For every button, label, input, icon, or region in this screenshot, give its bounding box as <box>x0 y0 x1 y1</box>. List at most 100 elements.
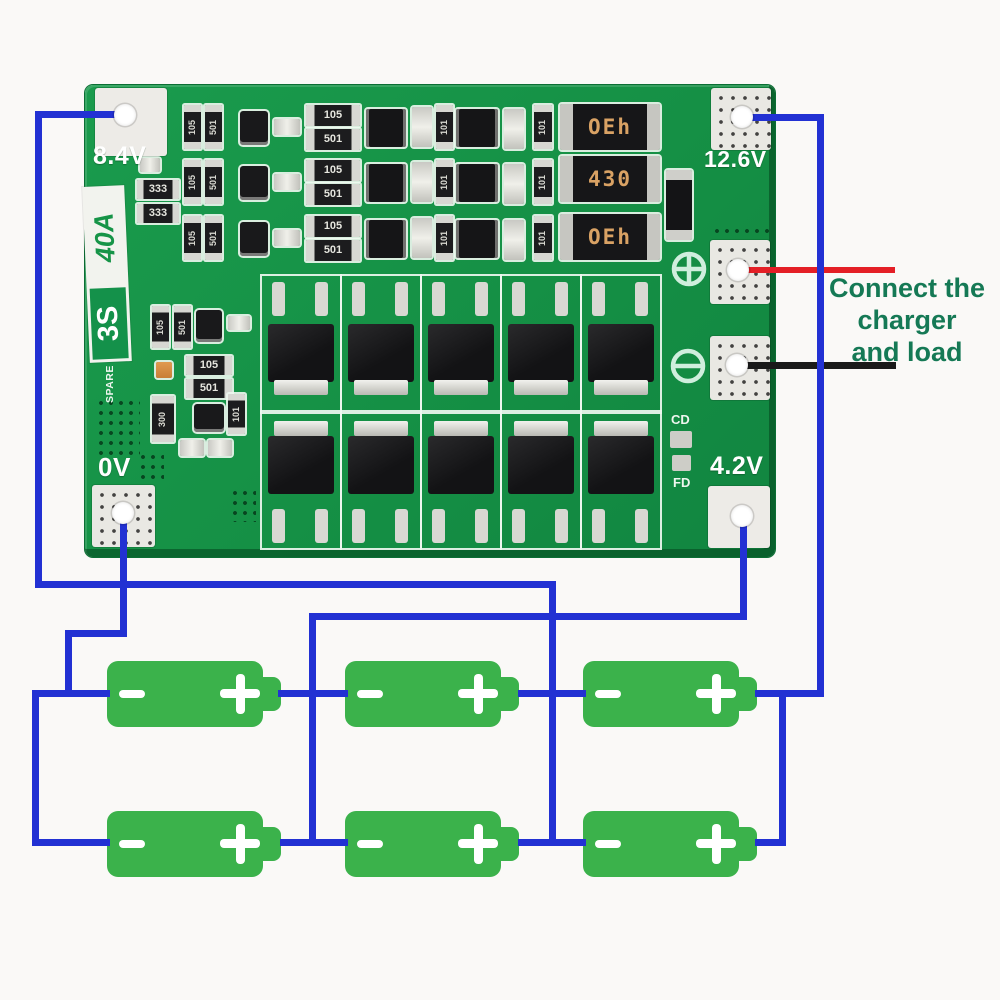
mosfet-leg <box>475 282 488 316</box>
mosfet <box>502 412 580 548</box>
power-resistor: 430 <box>560 156 660 202</box>
wire-0v-row1 <box>32 690 110 697</box>
mosfet-tab <box>274 380 328 395</box>
spare-label: SPARE <box>104 365 135 442</box>
mosfet <box>342 276 420 412</box>
diode <box>666 170 692 240</box>
mosfet-tab <box>274 421 328 436</box>
mosfet-leg <box>432 282 445 316</box>
battery-plus-symbol <box>711 824 721 864</box>
smd-vres-105: 105 <box>184 105 201 149</box>
smd-hres-333: 333 <box>137 180 179 199</box>
battery-positive-nub <box>501 677 519 711</box>
wire-8v4-drop <box>549 581 556 846</box>
wire-12v6-h <box>742 114 824 121</box>
smd-vres-501: 501 <box>174 306 191 348</box>
smd-vres-501: 501 <box>205 160 222 204</box>
smd-hres-105: 105 <box>306 216 360 237</box>
mosfet-leg <box>432 509 445 543</box>
cd-test-pad <box>670 431 692 448</box>
battery-positive-nub <box>501 827 519 861</box>
wire-cell2-cell3-r1 <box>518 690 586 697</box>
smd-sot <box>240 222 268 256</box>
mosfet-body <box>428 324 494 382</box>
battery-positive-nub <box>739 677 757 711</box>
mosfet-tab <box>514 380 568 395</box>
power-resistor: OEh <box>560 104 660 150</box>
mosfet-leg <box>512 282 525 316</box>
mosfet-tab <box>594 380 648 395</box>
mosfet <box>262 276 340 412</box>
smd-capo <box>156 362 172 378</box>
mosfet <box>422 412 500 548</box>
via-grid <box>712 226 772 238</box>
wire-8v4-left <box>35 111 42 588</box>
smd-capv <box>412 107 432 147</box>
power-resistor: OEh <box>560 214 660 260</box>
mosfet-leg <box>395 282 408 316</box>
note-line-3: and load <box>851 337 963 367</box>
smd-vres-105: 105 <box>184 216 201 260</box>
via-grid <box>138 452 164 480</box>
mosfet <box>502 276 580 412</box>
battery-plus-symbol <box>235 824 245 864</box>
smd-hres-105: 105 <box>186 356 232 375</box>
mosfet-leg <box>352 509 365 543</box>
smd-capv <box>504 164 524 204</box>
label-4v2: 4.2V <box>710 452 764 480</box>
smd-hres-105: 105 <box>306 105 360 126</box>
mosfet-tab <box>434 421 488 436</box>
smd-vres-105: 105 <box>184 160 201 204</box>
smd-hres-501: 501 <box>306 184 360 205</box>
mosfet-leg <box>315 282 328 316</box>
wire-12v6-row1 <box>755 690 824 697</box>
model-strip: 40A 3S <box>82 185 132 363</box>
mosfet-tab <box>594 421 648 436</box>
smd-ic <box>456 220 498 258</box>
smd-ic <box>456 164 498 202</box>
battery-plus-symbol <box>473 824 483 864</box>
smd-vres-501: 501 <box>205 216 222 260</box>
cd-label: CD <box>671 412 690 427</box>
mosfet-leg <box>635 282 648 316</box>
mosfet-body <box>508 436 574 494</box>
mosfet-leg <box>592 509 605 543</box>
mosfet-leg <box>592 282 605 316</box>
label-0v: 0V <box>98 452 131 482</box>
smd-capv <box>504 220 524 260</box>
label-8v4: 8.4V <box>93 142 147 170</box>
mosfet-tab <box>354 380 408 395</box>
smd-cap <box>140 158 160 172</box>
smd-cap <box>274 230 300 246</box>
smd-vres-101: 101 <box>228 394 245 434</box>
battery-minus-symbol <box>357 690 383 698</box>
charger-load-note: Connect the charger and load <box>808 272 1000 368</box>
battery-cell <box>107 811 281 877</box>
mosfet-leg <box>635 509 648 543</box>
mosfet-body <box>268 324 334 382</box>
wire-0v-drop <box>120 513 127 637</box>
current-rating: 40A <box>88 211 121 263</box>
mosfet-body <box>588 436 654 494</box>
smd-sot <box>194 404 224 432</box>
smd-vres-101: 101 <box>534 105 552 149</box>
smd-cap <box>274 174 300 190</box>
smd-capv <box>504 109 524 149</box>
battery-plus-symbol <box>473 674 483 714</box>
smd-vres-101: 101 <box>436 105 453 149</box>
fd-test-pad <box>672 455 691 471</box>
mosfet <box>582 412 660 548</box>
mosfet-leg <box>352 282 365 316</box>
fd-label: FD <box>673 475 691 490</box>
mosfet <box>342 412 420 548</box>
battery-minus-symbol <box>595 690 621 698</box>
hole-8v4 <box>114 104 136 126</box>
smd-vres-101: 101 <box>436 216 453 260</box>
smd-ic <box>366 109 406 147</box>
wire-4v2-v <box>309 613 316 846</box>
smd-hres-501: 501 <box>306 129 360 150</box>
smd-cap <box>274 119 300 135</box>
mosfet <box>422 276 500 412</box>
note-line-1: Connect the <box>828 273 985 303</box>
label-12v6: 12.6V <box>704 146 767 172</box>
